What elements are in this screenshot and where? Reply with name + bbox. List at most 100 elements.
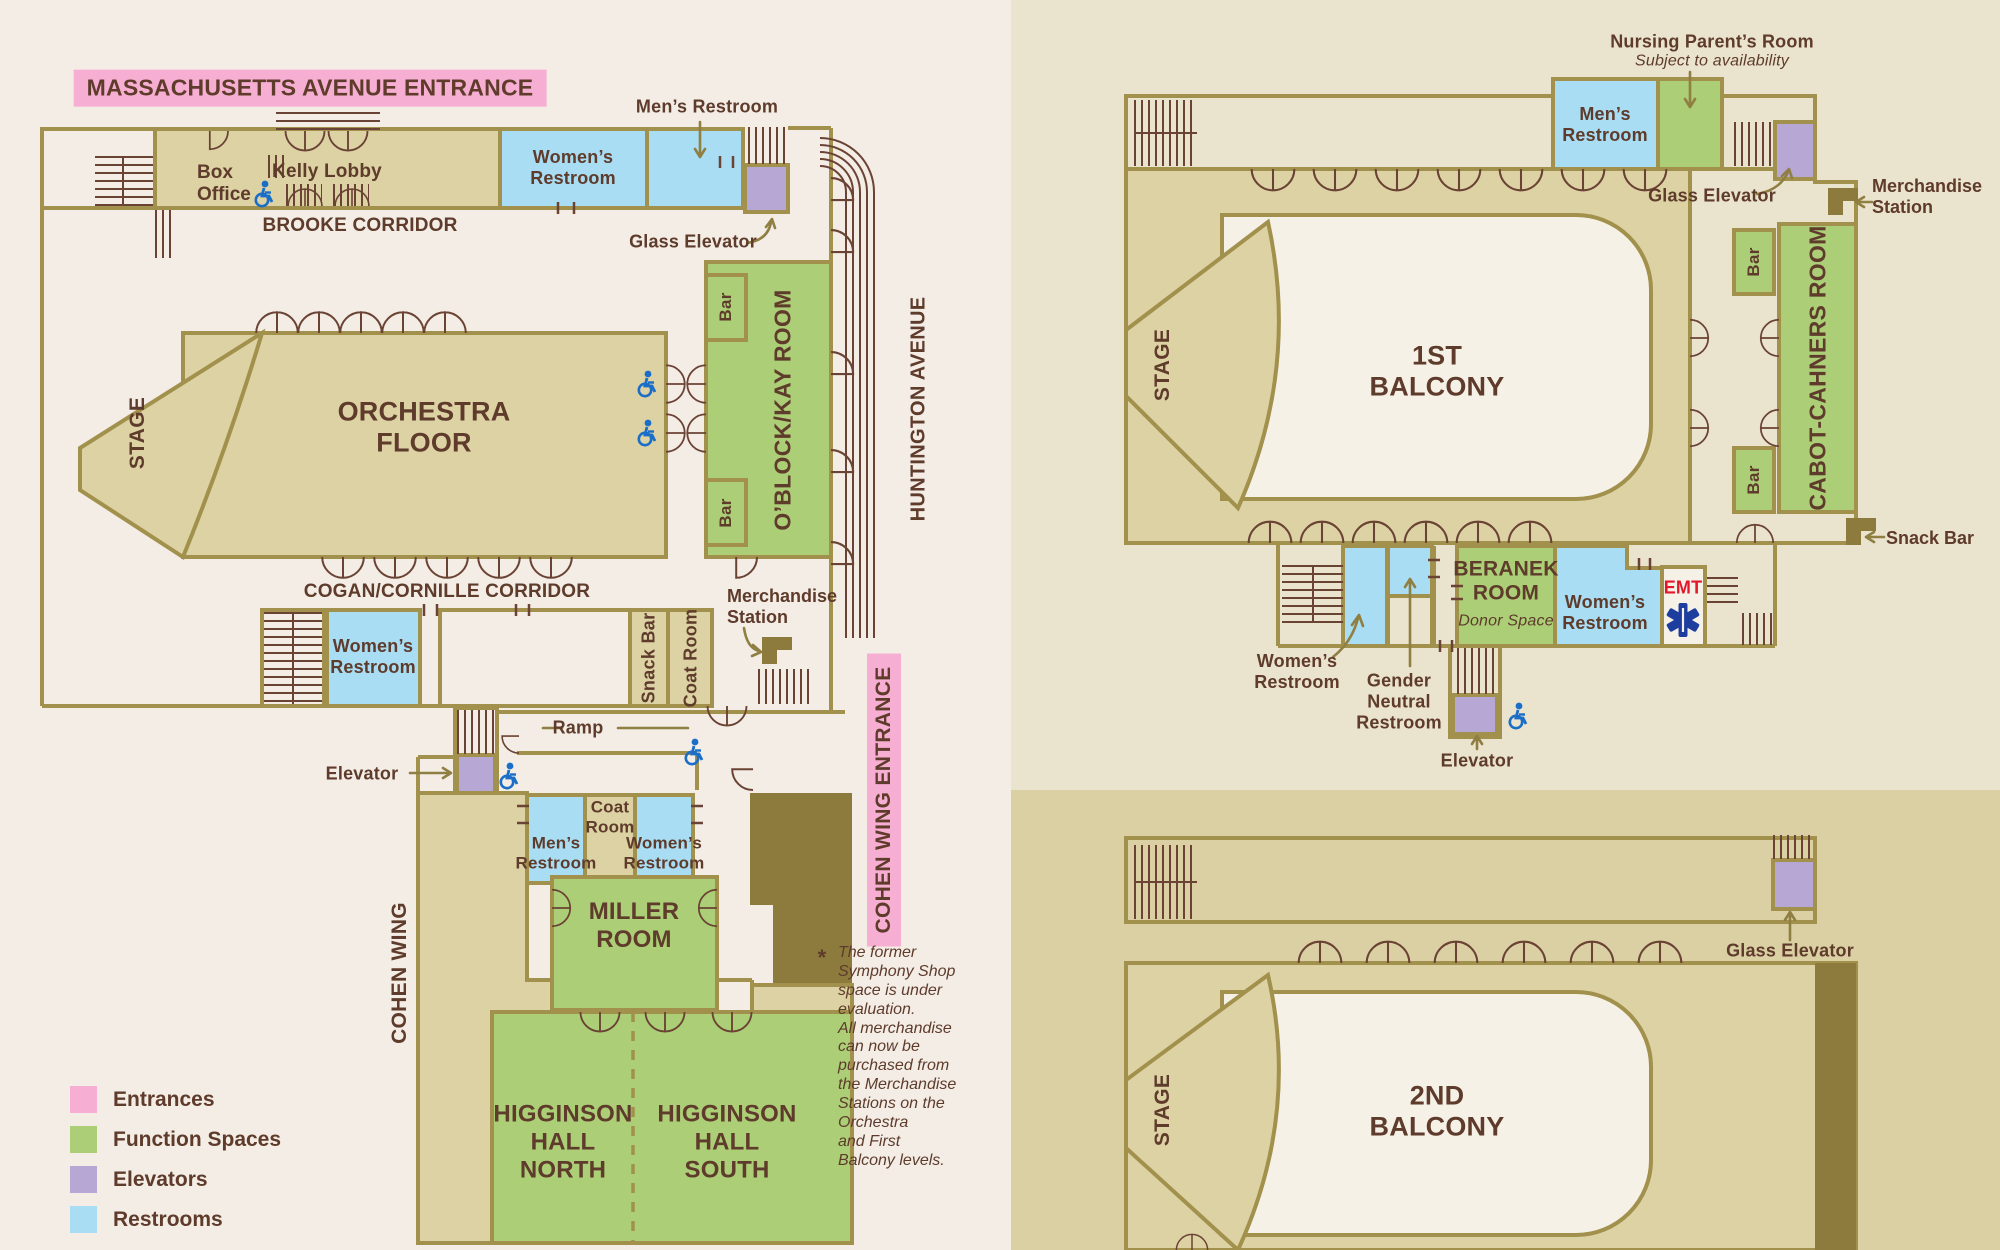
cogan-cornille-corridor-label: COGAN/CORNILLE CORRIDOR <box>303 580 591 602</box>
stairs <box>155 210 175 258</box>
bar-label: Bar <box>716 498 735 528</box>
room-bar-bottom <box>1732 446 1776 514</box>
room-orchestra-floor <box>181 331 668 559</box>
door-width-ticks <box>1428 558 1652 652</box>
door-icon <box>731 768 755 792</box>
stairs <box>748 127 788 164</box>
room-unlabeled <box>438 608 632 708</box>
ramp-label: Ramp <box>552 717 604 738</box>
dark-wing <box>1815 963 1856 1250</box>
miller-room-label: MILLER ROOM <box>588 898 680 953</box>
coat-room-label: Coat Room <box>585 797 635 836</box>
womens-restroom-label: Women’s Restroom <box>530 147 616 188</box>
entrance-steps <box>276 104 380 130</box>
stairs <box>1457 648 1497 694</box>
legend-item-entrances: Entrances <box>70 1086 281 1113</box>
stairs <box>758 669 812 704</box>
emt-label: EMT <box>1663 577 1703 598</box>
first-balcony-map <box>1124 70 1886 751</box>
room-womens-restroom-cohen <box>633 793 695 885</box>
room-bar-top <box>704 273 748 342</box>
room-womens-restroom-west <box>1341 544 1389 648</box>
legend-label: Restrooms <box>113 1207 223 1231</box>
merchandise-station-label: Merchandise Station <box>1872 176 1983 218</box>
room-elevator <box>1451 693 1499 736</box>
glass-elevator-label: Glass Elevator <box>1648 185 1776 206</box>
orchestra-level-map <box>40 120 875 1245</box>
oblock-kay-room-label: O’BLOCK/KAY ROOM <box>769 289 796 531</box>
room-beranek <box>1455 544 1557 648</box>
note-asterisk: * <box>817 945 827 971</box>
entrances-swatch <box>70 1086 97 1113</box>
legend-label: Elevators <box>113 1167 208 1191</box>
callout-arrows <box>1331 70 1886 751</box>
room-bar-bottom <box>704 478 748 547</box>
door-icon <box>423 311 467 335</box>
mens-restroom-label: Men’s Restroom <box>1562 104 1648 145</box>
stairs-divider <box>292 612 294 704</box>
donor-space-label: Donor Space <box>1458 612 1554 630</box>
coat-room-label: Coat Room <box>680 608 701 708</box>
queue-rails <box>268 155 286 178</box>
womens-restroom-label: Women’s Restroom <box>1254 651 1340 692</box>
door-icon <box>297 311 341 335</box>
door-icon <box>829 350 855 376</box>
snack-bar-label: Snack Bar <box>638 612 659 704</box>
stair-cell <box>260 608 326 708</box>
room-stage <box>1124 218 1281 512</box>
stairs <box>1773 835 1815 859</box>
room-womens-restroom-lobby <box>498 127 649 210</box>
door-icon <box>501 735 520 754</box>
door-icon <box>321 555 365 579</box>
higginson-hall-north-label: HIGGINSON HALL NORTH <box>493 1100 633 1183</box>
restrooms-swatch <box>70 1206 97 1233</box>
room-cabot-cahners <box>1777 222 1858 514</box>
legend: Entrances Function Spaces Elevators Rest… <box>70 1086 281 1233</box>
brooke-corridor-label: BROOKE CORRIDOR <box>262 214 458 236</box>
room-bar-top <box>1732 228 1776 296</box>
mens-restroom-label: Men’s Restroom <box>515 833 597 872</box>
glass-elevator-label: Glass Elevator <box>629 231 757 252</box>
balcony-seating-void <box>1220 990 1653 1237</box>
room-stage <box>78 328 266 560</box>
womens-restroom-label: Women’s Restroom <box>623 833 705 872</box>
door-icon <box>829 448 855 474</box>
room-emt <box>1660 565 1707 648</box>
stairs-divider <box>1312 565 1314 623</box>
mens-restroom-label: Men’s Restroom <box>635 96 779 117</box>
callout-arrows <box>408 120 777 780</box>
room-snack-bar <box>628 608 670 708</box>
room-womens-restroom-mid <box>325 608 422 708</box>
room-glass-elevator <box>1771 858 1817 911</box>
room-elevator <box>455 753 497 795</box>
stage-label: STAGE <box>126 396 149 470</box>
room-miller <box>550 875 719 1012</box>
room-mens-restroom-cohen <box>525 793 587 885</box>
stairs-divider <box>122 156 124 206</box>
first-balcony-label: 1ST BALCONY <box>1369 340 1505 402</box>
door-icon <box>381 311 425 335</box>
huntington-avenue-label: HUNTINGTON AVENUE <box>907 296 930 522</box>
turnstile <box>286 184 322 206</box>
legend-item-function-spaces: Function Spaces <box>70 1126 281 1153</box>
orchestra-floor-label: ORCHESTRA FLOOR <box>337 396 511 458</box>
second-balcony-map <box>1124 836 1858 1250</box>
room-glass-elevator <box>1773 120 1817 181</box>
glass-elevator-label: Glass Elevator <box>1726 940 1854 961</box>
stage-label: STAGE <box>1151 328 1174 402</box>
door-icon <box>686 413 707 453</box>
room-glass-elevator <box>743 163 790 214</box>
door-icon <box>529 555 573 579</box>
callout-arrows <box>1783 910 1797 942</box>
elevators-swatch <box>70 1166 97 1193</box>
symphony-shop-note: The former Symphony Shop space is under … <box>838 944 957 1169</box>
door-icon <box>829 228 855 254</box>
former-symphony-shop <box>750 793 852 985</box>
bar-label: Bar <box>1744 247 1763 277</box>
door-icon <box>477 555 521 579</box>
merchandise-station-icon <box>762 637 792 664</box>
door-icon <box>829 176 855 202</box>
door-icon <box>665 364 686 404</box>
